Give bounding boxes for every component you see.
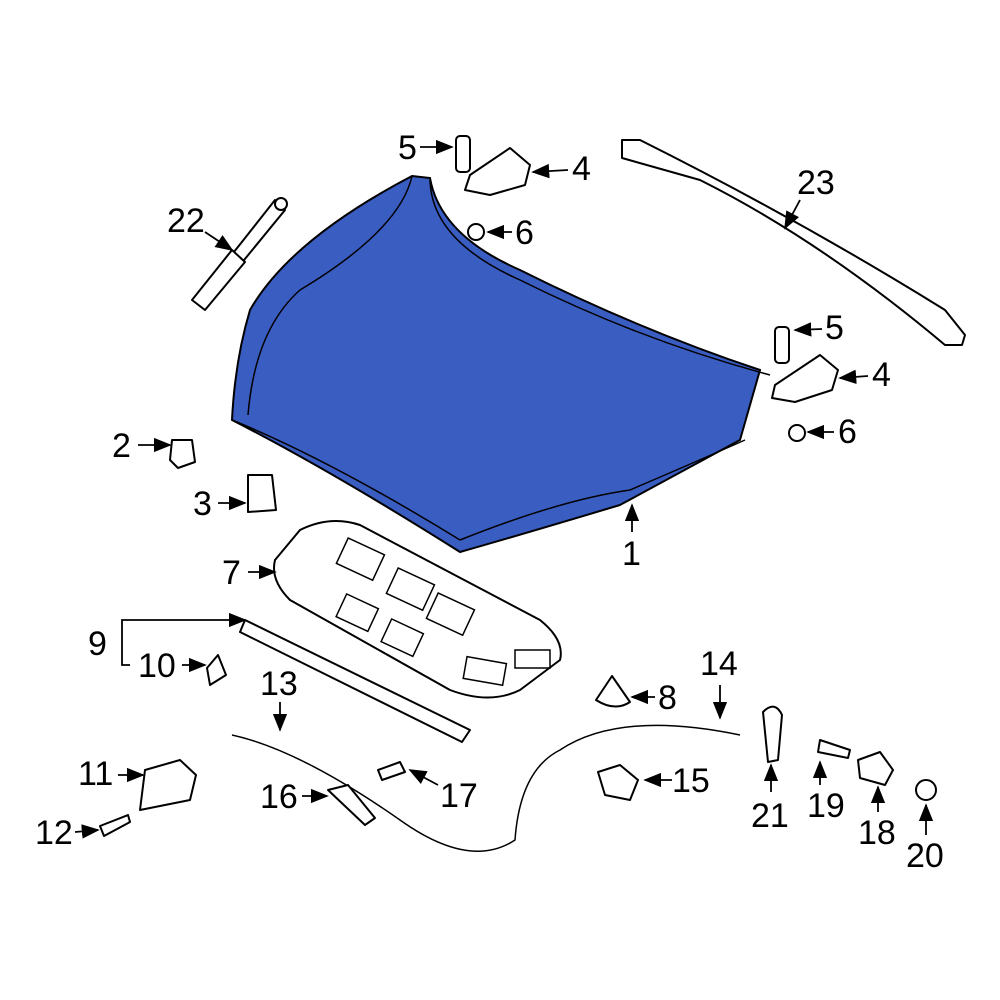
bracket-part-16[interactable]	[327, 784, 376, 826]
callout-4-lower: 4	[872, 356, 891, 394]
weatherstrip-part-23[interactable]	[621, 139, 966, 346]
seal-part-9[interactable]	[239, 619, 471, 743]
bumper-part-8[interactable]	[595, 675, 631, 708]
callout-18: 18	[858, 814, 896, 852]
hinge-part-4-lower[interactable]	[771, 354, 839, 403]
bolt-part-5-lower[interactable]	[774, 326, 790, 364]
nut-part-20[interactable]	[915, 779, 937, 801]
callout-1: 1	[622, 535, 641, 573]
callout-6-upper: 6	[515, 214, 534, 252]
callout-23: 23	[797, 164, 835, 202]
callout-12: 12	[35, 814, 73, 852]
bumper-part-3[interactable]	[247, 474, 277, 513]
callout-5-upper: 5	[398, 129, 417, 167]
lift-support-part-22[interactable]	[191, 197, 288, 311]
handle-part-21[interactable]	[762, 705, 783, 763]
hood-part-1[interactable]	[230, 174, 771, 554]
callout-5-lower: 5	[825, 309, 844, 347]
release-cable-part-13[interactable]	[231, 724, 741, 852]
clip-part-10[interactable]	[206, 654, 227, 686]
callout-4-upper: 4	[572, 150, 591, 188]
callout-13: 13	[260, 665, 298, 703]
callout-7: 7	[222, 554, 241, 592]
insulator-part-7[interactable]	[273, 520, 562, 699]
callout-15: 15	[672, 762, 710, 800]
callout-22: 22	[167, 202, 205, 240]
handle-part-15[interactable]	[597, 764, 639, 801]
callout-3: 3	[193, 485, 212, 523]
callout-21: 21	[751, 797, 789, 835]
hinge-part-4-upper[interactable]	[464, 147, 531, 196]
callout-6-lower: 6	[838, 413, 857, 451]
callout-10: 10	[138, 647, 176, 685]
callout-19: 19	[807, 787, 845, 825]
callout-9: 9	[88, 625, 107, 663]
callout-11: 11	[78, 755, 113, 793]
bolt-part-6-upper[interactable]	[467, 223, 485, 241]
bolt-part-12[interactable]	[99, 814, 131, 837]
callout-17: 17	[440, 777, 478, 815]
bolt-part-17[interactable]	[377, 761, 406, 781]
bolt-part-6-lower[interactable]	[788, 424, 806, 442]
leader-lines	[74, 139, 934, 839]
bolt-part-5-upper[interactable]	[455, 135, 471, 173]
callout-16: 16	[260, 778, 298, 816]
callout-8: 8	[658, 679, 677, 717]
callout-14: 14	[700, 645, 738, 683]
callout-labels: 5 4 6 22 23 5 4 6 2 3 1 7 9 10 13 14 8 1…	[35, 129, 944, 875]
latch-part-11[interactable]	[139, 759, 197, 811]
bumper-part-2[interactable]	[169, 439, 196, 469]
bolt-part-19[interactable]	[817, 739, 851, 759]
callout-20: 20	[906, 837, 944, 875]
callout-2: 2	[112, 427, 131, 465]
guide-part-18[interactable]	[857, 751, 894, 786]
